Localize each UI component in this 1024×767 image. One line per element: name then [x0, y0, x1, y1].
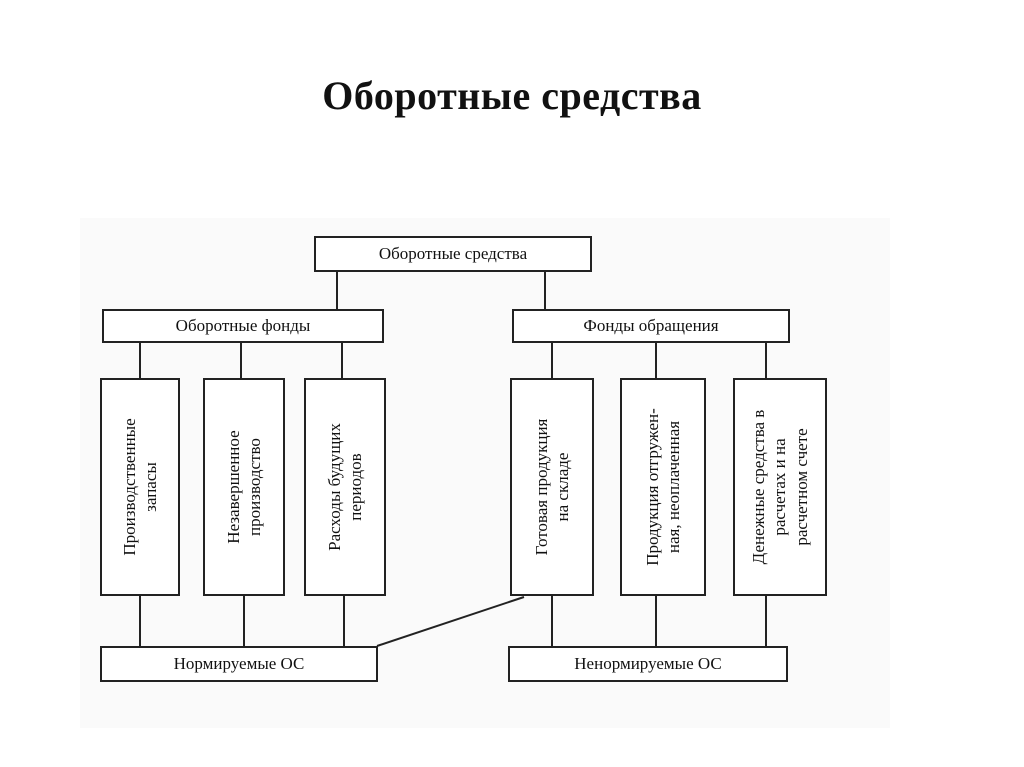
- working-funds-label: Оборотные фонды: [175, 316, 311, 335]
- shipped-unpaid-box: Продукция отгружен- ная, неоплаченная: [620, 378, 706, 596]
- finished-goods-line-1: Готовая продукция: [531, 418, 551, 556]
- deferred-expenses-box: Расходы будущих периодов: [304, 378, 386, 596]
- work-in-progress-box: Незавершенное производство: [203, 378, 285, 596]
- root-label: Оборотные средства: [378, 244, 528, 263]
- shipped-unpaid-text: Продукция отгружен- ная, неоплаченная: [642, 387, 685, 587]
- production-stock-line-1: Производственные: [119, 418, 139, 556]
- shipped-unpaid-line-1: Продукция отгружен-: [642, 408, 662, 566]
- working-funds-box: Оборотные фонды: [102, 309, 384, 343]
- work-in-progress-line-2: производство: [245, 438, 264, 536]
- production-stock-line-2: запасы: [141, 462, 160, 512]
- cash-line-3: расчетном счете: [791, 428, 811, 546]
- cash-line-1: Денежные средства в: [749, 409, 769, 565]
- cash-line-2: расчетах и на: [770, 438, 790, 536]
- finished-goods-text: Готовая продукция на складе: [531, 387, 574, 587]
- production-stock-box: Производственные запасы: [100, 378, 180, 596]
- normed-label: Нормируемые ОС: [173, 654, 305, 673]
- deferred-expenses-line-2: периодов: [346, 453, 365, 521]
- finished-goods-line-2: на складе: [553, 452, 572, 522]
- connector-goods-normed: [376, 596, 525, 647]
- deferred-expenses-text: Расходы будущих периодов: [324, 387, 367, 587]
- finished-goods-box: Готовая продукция на складе: [510, 378, 594, 596]
- shipped-unpaid-line-2: ная, неоплаченная: [664, 420, 683, 554]
- circulation-funds-box: Фонды обращения: [512, 309, 790, 343]
- non-normed-label: Ненормируемые ОС: [574, 654, 722, 673]
- work-in-progress-line-1: Незавершенное: [223, 430, 243, 544]
- cash-box: Денежные средства в расчетах и на расчет…: [733, 378, 827, 596]
- deferred-expenses-line-1: Расходы будущих: [324, 423, 344, 551]
- slide-title: Оборотные средства: [322, 73, 702, 118]
- production-stock-text: Производственные запасы: [119, 387, 162, 587]
- root-box: Оборотные средства: [314, 236, 592, 272]
- circulation-funds-label: Фонды обращения: [583, 316, 719, 335]
- normed-box: Нормируемые ОС: [100, 646, 378, 682]
- non-normed-box: Ненормируемые ОС: [508, 646, 788, 682]
- cash-text: Денежные средства в расчетах и на расчет…: [748, 387, 812, 587]
- work-in-progress-text: Незавершенное производство: [223, 387, 266, 587]
